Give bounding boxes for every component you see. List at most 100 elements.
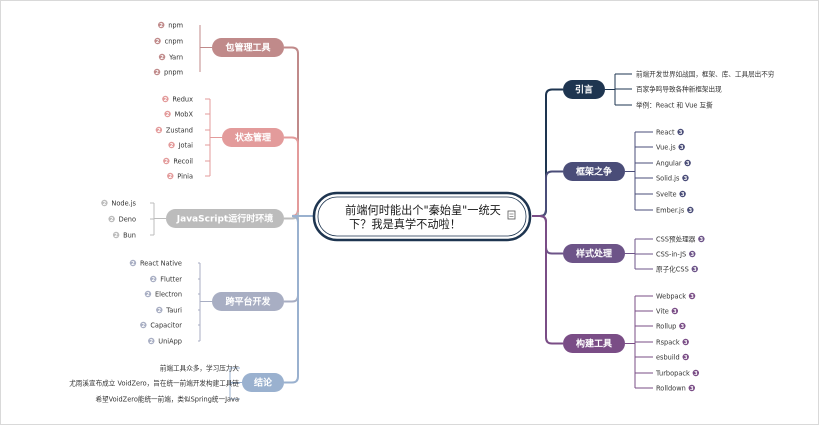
priority-marker-icon <box>112 231 120 239</box>
leaf-state-text: Jotai <box>178 141 194 149</box>
priority-marker-icon <box>678 143 685 151</box>
priority-marker-icon <box>156 306 163 314</box>
leaf-build[interactable]: esbuild 3 <box>656 353 689 361</box>
priority-marker-icon <box>671 307 679 315</box>
connector-conclusion <box>284 215 313 384</box>
priority-marker-icon <box>129 259 137 267</box>
leaf-state-marker: 2 <box>168 174 172 180</box>
leaf-pkg-text: Yarn <box>168 53 183 61</box>
branch-conclusion[interactable]: 结论 <box>242 373 284 392</box>
branch-framework[interactable]: 框架之争 <box>563 162 625 181</box>
priority-marker-icon <box>155 126 163 134</box>
branch-framework-label: 框架之争 <box>576 166 612 178</box>
priority-marker-icon <box>689 250 696 258</box>
leaf-conclusion[interactable]: 尤雨溪宣布成立 VoidZero，旨在统一前端开发构建工具链 <box>69 378 239 387</box>
node-layer: 包管理工具npm2cnpm2Yarn2pnpm2状态管理Redux2MobX2Z… <box>69 21 775 403</box>
leaf-build-marker: 3 <box>690 294 694 300</box>
leaf-state[interactable]: Jotai 2 <box>168 141 193 149</box>
leaf-framework-marker: 3 <box>679 130 683 136</box>
branch-intro[interactable]: 引言 <box>563 80 605 99</box>
leaf-state-marker: 2 <box>170 143 174 149</box>
connector-framework <box>532 170 563 217</box>
connector-layer <box>150 25 653 400</box>
leaf-pkg-text: cnpm <box>165 37 183 45</box>
branch-style[interactable]: 样式处理 <box>563 244 625 263</box>
edit-note-icon[interactable] <box>507 210 516 220</box>
branch-state[interactable]: 状态管理 <box>222 128 284 147</box>
priority-marker-icon <box>688 292 696 300</box>
leaf-runtime[interactable]: Node.js2 <box>101 199 137 207</box>
leaf-state-text: Recoil <box>173 157 193 165</box>
priority-marker-icon <box>679 190 686 198</box>
priority-marker-icon <box>148 337 155 345</box>
branch-pkg[interactable]: 包管理工具 <box>212 38 284 57</box>
central-topic[interactable]: 前端何时能出个"秦始皇"一统天 下？我是真学不动啦！ <box>312 191 532 242</box>
leaf-pkg-marker: 2 <box>156 39 160 45</box>
leaf-build-marker: 3 <box>690 386 694 392</box>
leaf-intro[interactable]: 前端开发世界如战国，框架、库、工具层出不穷 <box>636 69 775 78</box>
central-topic-line1: 前端何时能出个"秦始皇"一统天 <box>345 203 501 217</box>
leaf-state-text: Redux <box>172 95 193 103</box>
leaf-build-marker: 3 <box>684 355 688 361</box>
leaf-cross-text: Flutter <box>160 275 182 283</box>
leaf-intro[interactable]: 百家争鸣导致各种新框架出现 <box>636 84 722 93</box>
branch-build-label: 构建工具 <box>576 338 612 350</box>
leaf-pkg[interactable]: cnpm 2 <box>154 37 183 45</box>
leaf-pkg-marker: 2 <box>160 55 164 61</box>
leaf-intro[interactable]: 举例：React 和 Vue 互撕 <box>636 100 713 109</box>
leaf-cross-text: Electron <box>155 290 182 298</box>
leaf-conclusion[interactable]: 希望VoidZero能统一前端，类似Spring统一Java <box>95 394 239 403</box>
priority-marker-icon <box>687 206 694 214</box>
priority-marker-icon <box>682 174 689 182</box>
branch-runtime[interactable]: JavaScript运行时环境 <box>166 209 284 228</box>
leaf-runtime-text: Bun <box>123 231 136 239</box>
leaf-cross-text: Capacitor <box>150 321 182 329</box>
leaf-build-text: esbuild <box>656 353 680 361</box>
priority-marker-icon <box>164 110 171 118</box>
leaf-build-text: Vite <box>656 307 669 315</box>
branch-cross[interactable]: 跨平台开发 <box>212 292 284 311</box>
leaf-cross-marker: 2 <box>149 339 153 345</box>
leaf-conclusion[interactable]: 前端工具众多，学习压力大 <box>160 363 240 372</box>
leaf-style-marker: 3 <box>693 267 697 273</box>
leaf-conclusion-text: 前端工具众多，学习压力大 <box>160 363 240 372</box>
leaf-build-marker: 3 <box>684 340 688 346</box>
leaf-framework-text: Solid.js <box>656 174 680 182</box>
leaf-framework-marker: 3 <box>686 161 690 167</box>
priority-marker-icon <box>167 172 174 180</box>
leaf-pkg[interactable]: Yarn 2 <box>158 53 183 61</box>
leaf-intro-text: 百家争鸣导致各种新框架出现 <box>636 84 722 93</box>
branch-build[interactable]: 构建工具 <box>563 334 625 353</box>
